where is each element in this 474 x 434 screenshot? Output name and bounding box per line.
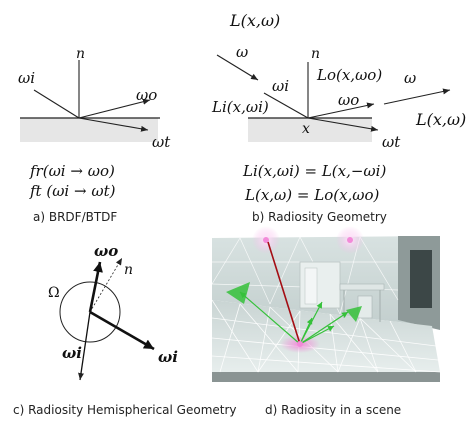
panel-c-hemispherical-geometry: ωo n Ω ωi ωi c) Radiosity Hemispherical … [13, 242, 237, 417]
scene-light-right-core [347, 237, 353, 243]
incident-ray-b [263, 92, 309, 119]
surface-b [248, 118, 372, 142]
caption-b: b) Radiosity Geometry [252, 210, 387, 224]
panel-d-scene: d) Radiosity in a scene [211, 226, 441, 417]
label-n-a: n [76, 46, 85, 62]
scene-light-left-core [263, 237, 269, 243]
scene-green-patch-right [346, 306, 362, 322]
label-Lo: Lo(x,ωo) [316, 66, 382, 84]
label-wi-b: ωi [272, 77, 289, 95]
label-wi-a: ωi [18, 69, 35, 87]
label-wi-c-right: ωi [158, 348, 178, 366]
incident-ray-c-bottom [78, 311, 91, 381]
label-wo-a: ωo [136, 86, 157, 104]
label-wt-a: ωt [152, 133, 171, 151]
scene-sample-point [297, 341, 303, 347]
label-x: x [302, 121, 310, 137]
outgoing-ray-c [88, 261, 103, 313]
eq-outgoing-radiance: L(x,ω) = Lo(x,ωo) [244, 186, 380, 204]
transmitted-ray-a [78, 117, 149, 132]
caption-d: d) Radiosity in a scene [265, 403, 401, 417]
panel-a-brdf: n ωi ωo ωt fr(ωi → ωo) ft (ωi → ωt) a) B… [18, 46, 171, 224]
outgoing-ray-b [307, 102, 375, 119]
scene-floor [212, 300, 440, 372]
hemisphere-circle [59, 281, 121, 343]
normal-c [89, 257, 123, 313]
scene-green-patch-left [226, 282, 250, 304]
scene-ray-green-4 [299, 325, 335, 345]
label-L-right: L(x,ω) [415, 110, 466, 129]
scene-window [410, 250, 432, 308]
label-n-b: n [311, 46, 320, 62]
scene-table [339, 283, 385, 291]
label-L-top: L(x,ω) [229, 11, 280, 30]
scene-ray-green-5 [299, 317, 313, 345]
scene-floor-edge [212, 372, 440, 382]
caption-a: a) BRDF/BTDF [33, 210, 117, 224]
incident-ray-c-right [89, 310, 155, 351]
surface-a [20, 118, 158, 142]
label-w-top: ω [236, 43, 248, 61]
outgoing-ray-a [78, 98, 151, 119]
label-wo-c: ωo [94, 242, 118, 260]
scene-ray-red [267, 241, 301, 345]
panel-b-radiosity-geometry: L(x,ω) ω n Lo(x,ωo) ω ωi ωo Li(x,ωi) L(x… [211, 11, 466, 224]
scene-ray-green-1 [239, 291, 301, 345]
transmitted-ray-b [307, 117, 379, 132]
label-wo-b: ωo [338, 91, 359, 109]
label-wt-b: ωt [382, 133, 401, 151]
eq-btdf: ft (ωi → ωt) [29, 182, 116, 200]
label-n-c: n [124, 262, 133, 278]
label-wi-c-bottom: ωi [62, 344, 82, 362]
scene-ray-green-2 [299, 311, 349, 345]
scene-cabinet-door [304, 267, 318, 305]
label-Li: Li(x,ωi) [211, 98, 269, 116]
eq-incident-radiance: Li(x,ωi) = L(x,−ωi) [242, 162, 386, 180]
eq-brdf: fr(ωi → ωo) [29, 162, 115, 180]
label-w-right: ω [404, 69, 416, 87]
incident-ray-a [33, 89, 80, 119]
caption-c: c) Radiosity Hemispherical Geometry [13, 403, 237, 417]
incoming-ray-top [216, 54, 259, 81]
outgoing-ray-far [383, 88, 451, 105]
label-Omega: Ω [48, 285, 60, 301]
